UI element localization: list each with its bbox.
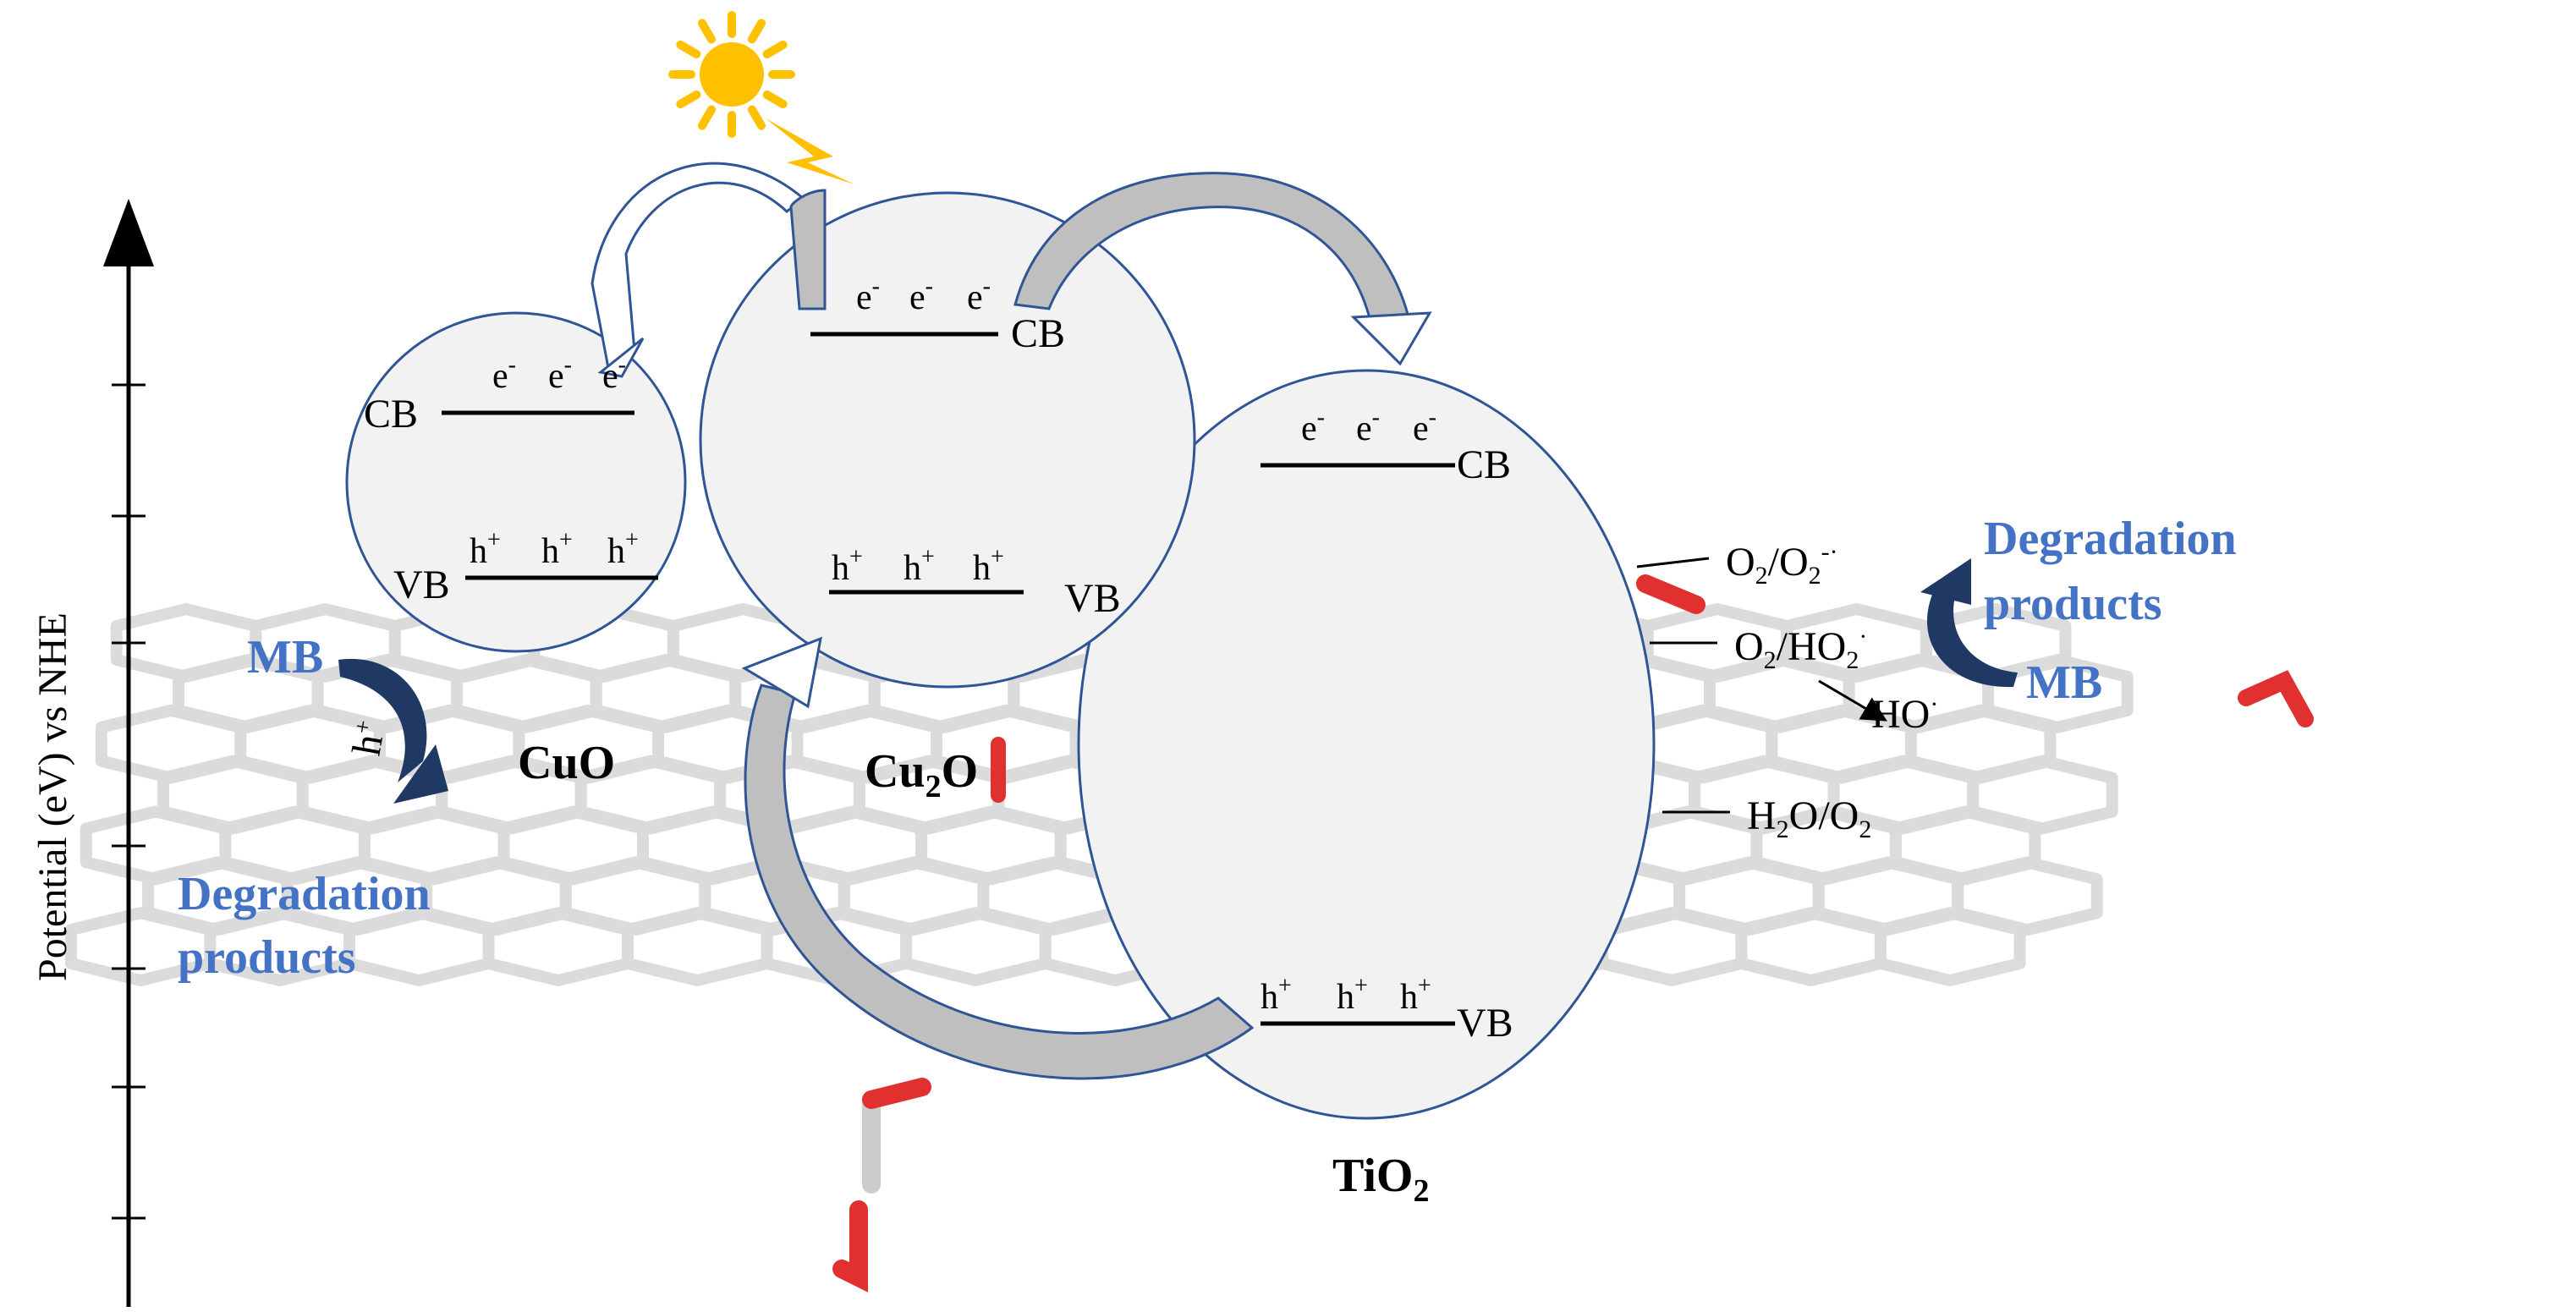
svg-text:h+: h+ <box>1337 973 1368 1017</box>
sun-icon <box>668 11 795 138</box>
svg-text:h+: h+ <box>1261 973 1292 1017</box>
sun-ray <box>748 19 766 44</box>
svg-text:h+: h+ <box>541 527 573 571</box>
cuo-band-diagram: CB VB e- e- e- h+ h+ h+ CuO <box>364 352 658 789</box>
o2-ho2-label: O2/HO2· <box>1734 623 1867 674</box>
axis-label: Potential (eV) vs NHE <box>30 612 75 981</box>
redox-levels <box>1636 557 1887 814</box>
graphene-hexagon <box>900 907 1052 986</box>
graphene-hexagon <box>1874 907 2026 986</box>
right-products-line1: Degradation <box>1984 513 2237 565</box>
svg-text:e-: e- <box>548 352 572 396</box>
left-mb-degradation: MB h+ Degradation products <box>178 631 448 984</box>
left-products-line2: products <box>178 931 356 984</box>
lightning-icon <box>766 118 854 184</box>
svg-text:e-: e- <box>602 352 626 396</box>
cuo-name: CuO <box>518 737 615 789</box>
sun-ray <box>698 105 716 130</box>
sun-ray <box>748 105 766 130</box>
left-products-line1: Degradation <box>178 868 431 920</box>
right-mb-label: MB <box>2026 656 2102 709</box>
sun-ray <box>698 19 716 44</box>
tio2-electrons: e- e- e- <box>1301 404 1436 448</box>
hole-transfer-arrow-tio2-to-cu2o <box>744 683 1255 1080</box>
svg-text:h+: h+ <box>973 544 1004 588</box>
svg-text:e-: e- <box>856 273 880 317</box>
redox-labels: O2/O2-· O2/HO2· HO· H2O/O2 <box>1726 538 1938 843</box>
potential-axis: Potential (eV) vs NHE <box>30 199 154 1307</box>
svg-text:e-: e- <box>967 273 991 317</box>
cuo-holes: h+ h+ h+ <box>470 527 639 571</box>
svg-text:e-: e- <box>909 273 933 317</box>
cu2o-cb-label: CB <box>1011 311 1065 356</box>
sun-ray <box>676 91 701 108</box>
cu2o-electrons: e- e- e- <box>856 273 991 317</box>
cu2o-name: Cu2O <box>865 745 978 804</box>
cu2o-vb-label: VB <box>1064 576 1121 621</box>
cu2o-holes: h+ h+ h+ <box>832 544 1004 588</box>
tio2-vb-label: VB <box>1457 1001 1513 1046</box>
electron-transfer-arrow-cu2o-to-cuo <box>590 162 806 375</box>
svg-text:e-: e- <box>1413 404 1436 448</box>
cu2o-particle <box>699 191 1196 689</box>
svg-text:h+: h+ <box>607 527 639 571</box>
tio2-band-diagram: CB VB e- e- e- h+ h+ h+ TiO2 <box>1261 404 1513 1209</box>
cu2o-band-diagram: CB VB e- e- e- h+ h+ h+ Cu2O <box>810 273 1121 804</box>
svg-text:h+: h+ <box>1400 973 1431 1017</box>
graphene-hexagon <box>1596 907 1748 986</box>
tio2-holes: h+ h+ h+ <box>1261 973 1431 1017</box>
gray-arrow-cu2o-up <box>789 189 827 310</box>
right-mb-degradation: Degradation products MB <box>1920 513 2237 709</box>
cuo-particle <box>345 311 687 653</box>
sun-ray <box>676 41 701 58</box>
oxygen-functional-groups <box>832 574 2314 1293</box>
svg-text:e-: e- <box>1301 404 1325 448</box>
hydroxyl-radical-label: HO· <box>1871 690 1938 737</box>
sun-ray <box>762 41 788 58</box>
cuo-electrons: e- e- e- <box>492 352 626 396</box>
svg-text:e-: e- <box>1356 404 1380 448</box>
svg-text:e-: e- <box>492 352 516 396</box>
svg-text:h+: h+ <box>832 544 863 588</box>
o2-superoxide-label: O2/O2-· <box>1726 538 1838 590</box>
cuo-vb-label: VB <box>393 563 450 607</box>
svg-text:h+: h+ <box>470 527 501 571</box>
tio2-cb-label: CB <box>1457 442 1511 487</box>
cuo-cb-label: CB <box>364 392 418 436</box>
tio2-particle <box>1077 369 1656 1120</box>
graphene-hexagon <box>343 907 495 986</box>
tio2-name: TiO2 <box>1332 1150 1429 1209</box>
left-mb-label: MB <box>247 631 323 683</box>
h2o-o2-label: H2O/O2 <box>1747 793 1871 843</box>
graphene-hexagon <box>1735 907 1887 986</box>
graphene-hexagon <box>482 907 634 986</box>
sun-ray <box>762 91 788 108</box>
right-products-line2: products <box>1984 578 2162 630</box>
svg-text:h+: h+ <box>904 544 935 588</box>
graphene-hexagon <box>622 907 773 986</box>
